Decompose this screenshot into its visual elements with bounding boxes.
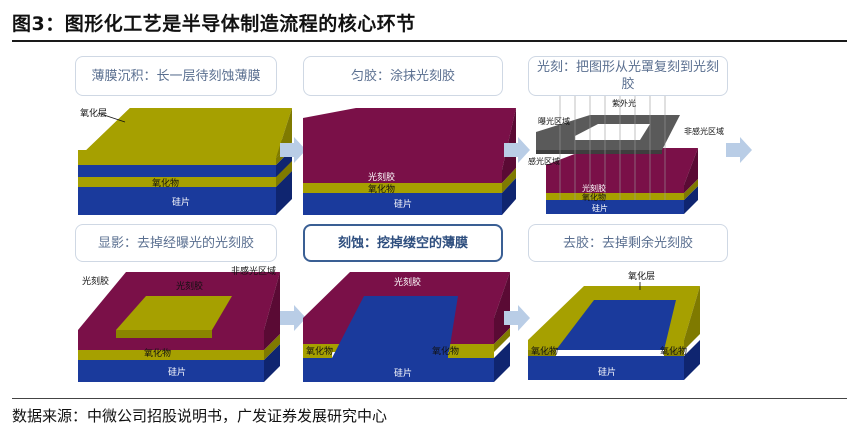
photoresist-label-left: 光刻胶 [82, 275, 109, 287]
exposed-region-label: 曝光区域 [538, 116, 570, 126]
exposed-window [116, 296, 232, 330]
photoresist-label: 光刻胶 [368, 171, 395, 183]
photoresist-label: 光刻胶 [582, 183, 606, 193]
oxide-layer [303, 183, 502, 193]
silicon-base [546, 200, 684, 214]
step-5-caption: 刻蚀：挖掉缕空的薄膜 [303, 224, 503, 262]
step-4-caption: 显影：去掉经曝光的光刻胶 [75, 224, 277, 262]
mask-window [575, 124, 650, 140]
step-3-wafer-illustration: 紫外光 曝光区域 非感光区域 感光区域 光刻胶 氧化物 硅片 [528, 96, 724, 214]
photoresist-layer [546, 148, 698, 185]
arrow-icon [726, 137, 752, 163]
silicon-label: 硅片 [394, 198, 412, 210]
oxide-label-left: 氧化物 [306, 345, 333, 357]
step-2-wafer-illustration: 光刻胶 氧化物 硅片 [303, 108, 516, 215]
oxide-layer [546, 193, 684, 200]
silicon-base [303, 193, 502, 215]
oxide-layer-label: 氧化层 [628, 270, 655, 282]
oxide-layer [78, 350, 264, 360]
oxide-label-left: 氧化物 [531, 345, 558, 357]
step-6-caption: 去胶：去掉剩余光刻胶 [528, 224, 728, 262]
oxide-top-face [78, 108, 292, 158]
arrow-icon [280, 305, 306, 331]
silicon-base [303, 358, 494, 382]
oxide-label: 氧化物 [144, 347, 171, 359]
silicon-base [528, 356, 684, 380]
uv-light-label: 紫外光 [612, 98, 636, 108]
photoresist-top [303, 108, 516, 170]
source-rule [12, 398, 847, 399]
step-5-wafer-illustration: 光刻胶 氧化物 氧化物 硅片 [303, 272, 510, 382]
photosensitive-region-label: 感光区域 [528, 156, 560, 166]
photoresist-label-top: 光刻胶 [176, 280, 203, 292]
step-3-caption: 光刻：把图形从光罩复刻到光刻胶 [528, 56, 728, 96]
silicon-label: 硅片 [598, 366, 616, 378]
oxide-label-2: 氧化物 [152, 177, 179, 189]
silicon-label: 硅片 [592, 203, 608, 213]
photoresist-frame [303, 272, 510, 318]
step-4-wafer-illustration: 光刻胶 光刻胶 非感光区域 氧化物 硅片 [78, 265, 280, 382]
figure-title: 图3：图形化工艺是半导体制造流程的核心环节 [12, 13, 416, 35]
oxide-label: 氧化物 [582, 192, 606, 202]
etched-window [556, 300, 676, 350]
oxide-label-right: 氧化物 [660, 345, 687, 357]
unexposed-region-label: 非感光区域 [231, 265, 276, 277]
unexposed-region-label: 非感光区域 [684, 126, 724, 136]
silicon-label: 硅片 [394, 367, 412, 379]
photoresist-label: 光刻胶 [394, 276, 421, 288]
title-rule [12, 40, 847, 42]
source-note: 数据来源：中微公司招股说明书，广发证券发展研究中心 [12, 407, 388, 425]
silicon-label-2: 硅片 [172, 196, 190, 208]
step-2-caption: 匀胶：涂抹光刻胶 [303, 56, 503, 96]
step-1-caption: 薄膜沉积：长一层待刻蚀薄膜 [75, 56, 277, 96]
etched-window [332, 296, 458, 358]
oxide-layer-label: 氧化层 [80, 107, 107, 119]
step-6-wafer-illustration: 氧化层 氧化物 氧化物 硅片 [528, 270, 700, 380]
silicon-base [78, 360, 264, 382]
oxide-front [78, 158, 276, 165]
silicon-label: 硅片 [168, 366, 186, 378]
oxide-label-right: 氧化物 [432, 345, 459, 357]
oxide-label: 氧化物 [368, 183, 395, 195]
